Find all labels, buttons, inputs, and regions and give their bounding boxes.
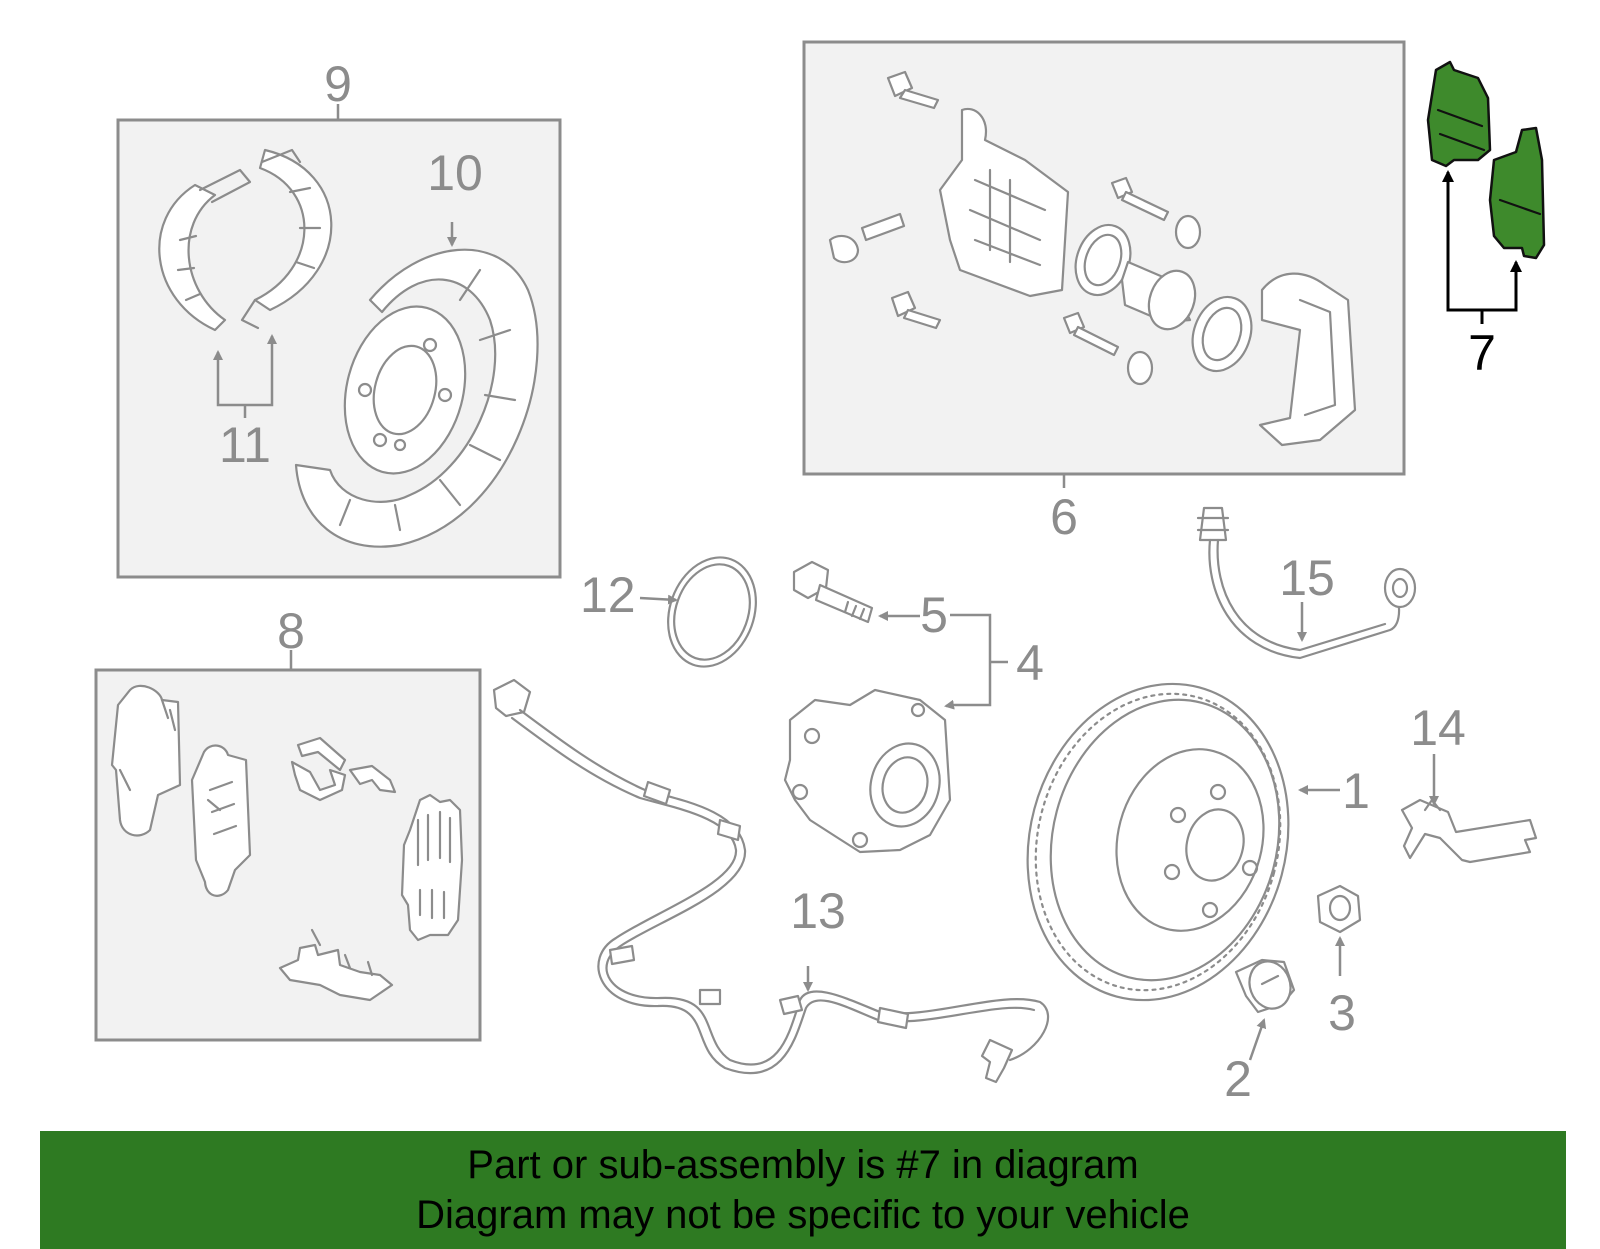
- part-5-hub-bolt[interactable]: [792, 560, 874, 624]
- part-12-seal-ring[interactable]: [653, 545, 770, 679]
- callout-12[interactable]: 12: [580, 567, 636, 623]
- info-banner: Part or sub-assembly is #7 in diagram Di…: [40, 1131, 1566, 1249]
- callout-6[interactable]: 6: [1050, 489, 1078, 545]
- part-7-brake-pads[interactable]: 7: [1426, 60, 1546, 381]
- callout-14[interactable]: 14: [1410, 700, 1466, 756]
- caliper-bracket[interactable]: [1258, 272, 1357, 447]
- brake-pad-inner[interactable]: [1488, 126, 1546, 260]
- caliper-boots[interactable]: [1126, 214, 1202, 386]
- brake-backing-plate[interactable]: [294, 248, 539, 548]
- callout-15[interactable]: 15: [1279, 550, 1335, 606]
- bleeder-screw[interactable]: [828, 212, 906, 264]
- group-6-caliper-assembly: 6: [802, 40, 1406, 545]
- piston-boot[interactable]: [1183, 289, 1262, 380]
- part-14-bracket[interactable]: [1400, 798, 1538, 864]
- part-13-abs-sensor-wire[interactable]: [492, 678, 1050, 1084]
- callout-13[interactable]: 13: [790, 883, 846, 939]
- banner-line-2: Diagram may not be specific to your vehi…: [416, 1193, 1190, 1237]
- callout-4[interactable]: 4: [1016, 635, 1044, 691]
- callout-8[interactable]: 8: [277, 603, 305, 659]
- callout-10[interactable]: 10: [427, 145, 483, 201]
- brake-pad-outer[interactable]: [1426, 60, 1492, 168]
- pad-backing-shim[interactable]: [400, 793, 464, 942]
- callout-2[interactable]: 2: [1224, 1051, 1252, 1107]
- part-3-hub-nut[interactable]: [1316, 884, 1362, 934]
- anti-rattle-shims[interactable]: [110, 684, 252, 897]
- caliper-body[interactable]: [938, 107, 1070, 298]
- part-4-hub-bearing[interactable]: [783, 688, 952, 854]
- part-15-brake-hose[interactable]: [1196, 506, 1417, 660]
- group-9-parking-brake: 9 11 10: [116, 56, 562, 579]
- caliper-piston[interactable]: [1120, 260, 1203, 336]
- callout-3[interactable]: 3: [1328, 985, 1356, 1041]
- callout-1[interactable]: 1: [1342, 763, 1370, 819]
- parking-brake-shoes[interactable]: [158, 148, 333, 332]
- callout-11[interactable]: 11: [219, 417, 271, 473]
- callout-5[interactable]: 5: [920, 587, 948, 643]
- callout-9[interactable]: 9: [324, 56, 352, 112]
- banner-line-1: Part or sub-assembly is #7 in diagram: [467, 1143, 1139, 1187]
- caliper-bolts[interactable]: [886, 70, 1170, 357]
- pad-clips[interactable]: [278, 736, 397, 1002]
- part-2-plug[interactable]: [1234, 956, 1297, 1015]
- part-1-brake-rotor[interactable]: [993, 654, 1323, 1029]
- group-8-hardware-kit: 8: [94, 603, 482, 1042]
- callout-7[interactable]: 7: [1468, 325, 1496, 381]
